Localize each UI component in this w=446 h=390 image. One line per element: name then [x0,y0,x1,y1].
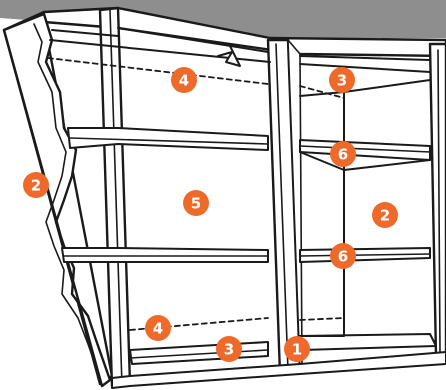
callout-1-label: 1 [292,341,302,359]
lower-shelf [62,248,430,262]
callout-2-left: 2 [23,172,49,198]
callout-6-upper-label: 6 [338,146,348,164]
callout-2-right-label: 2 [380,207,390,225]
callout-4-top: 4 [171,67,197,93]
right-face-frame-stile [430,44,446,356]
callout-4-top-label: 4 [179,72,189,90]
callout-6-lower: 6 [330,243,356,269]
callout-4-bottom-label: 4 [153,320,163,338]
callout-3-top: 3 [329,67,355,93]
cabinet-outline [4,8,446,384]
callout-3-top-label: 3 [337,72,347,90]
callout-3-bottom-label: 3 [224,341,234,359]
callout-5: 5 [183,190,209,216]
right-bay-interior [300,80,430,336]
callout-6-lower-label: 6 [338,248,348,266]
callout-6-upper: 6 [330,141,356,167]
callout-3-bottom: 3 [216,336,242,362]
callout-2-left-label: 2 [31,177,41,195]
center-face-frame-stile [268,40,302,374]
callout-4-bottom: 4 [145,315,171,341]
top-cutaway-notch [218,46,240,66]
callout-2-right: 2 [372,202,398,228]
callout-1: 1 [284,336,310,362]
callout-5-label: 5 [191,195,201,213]
